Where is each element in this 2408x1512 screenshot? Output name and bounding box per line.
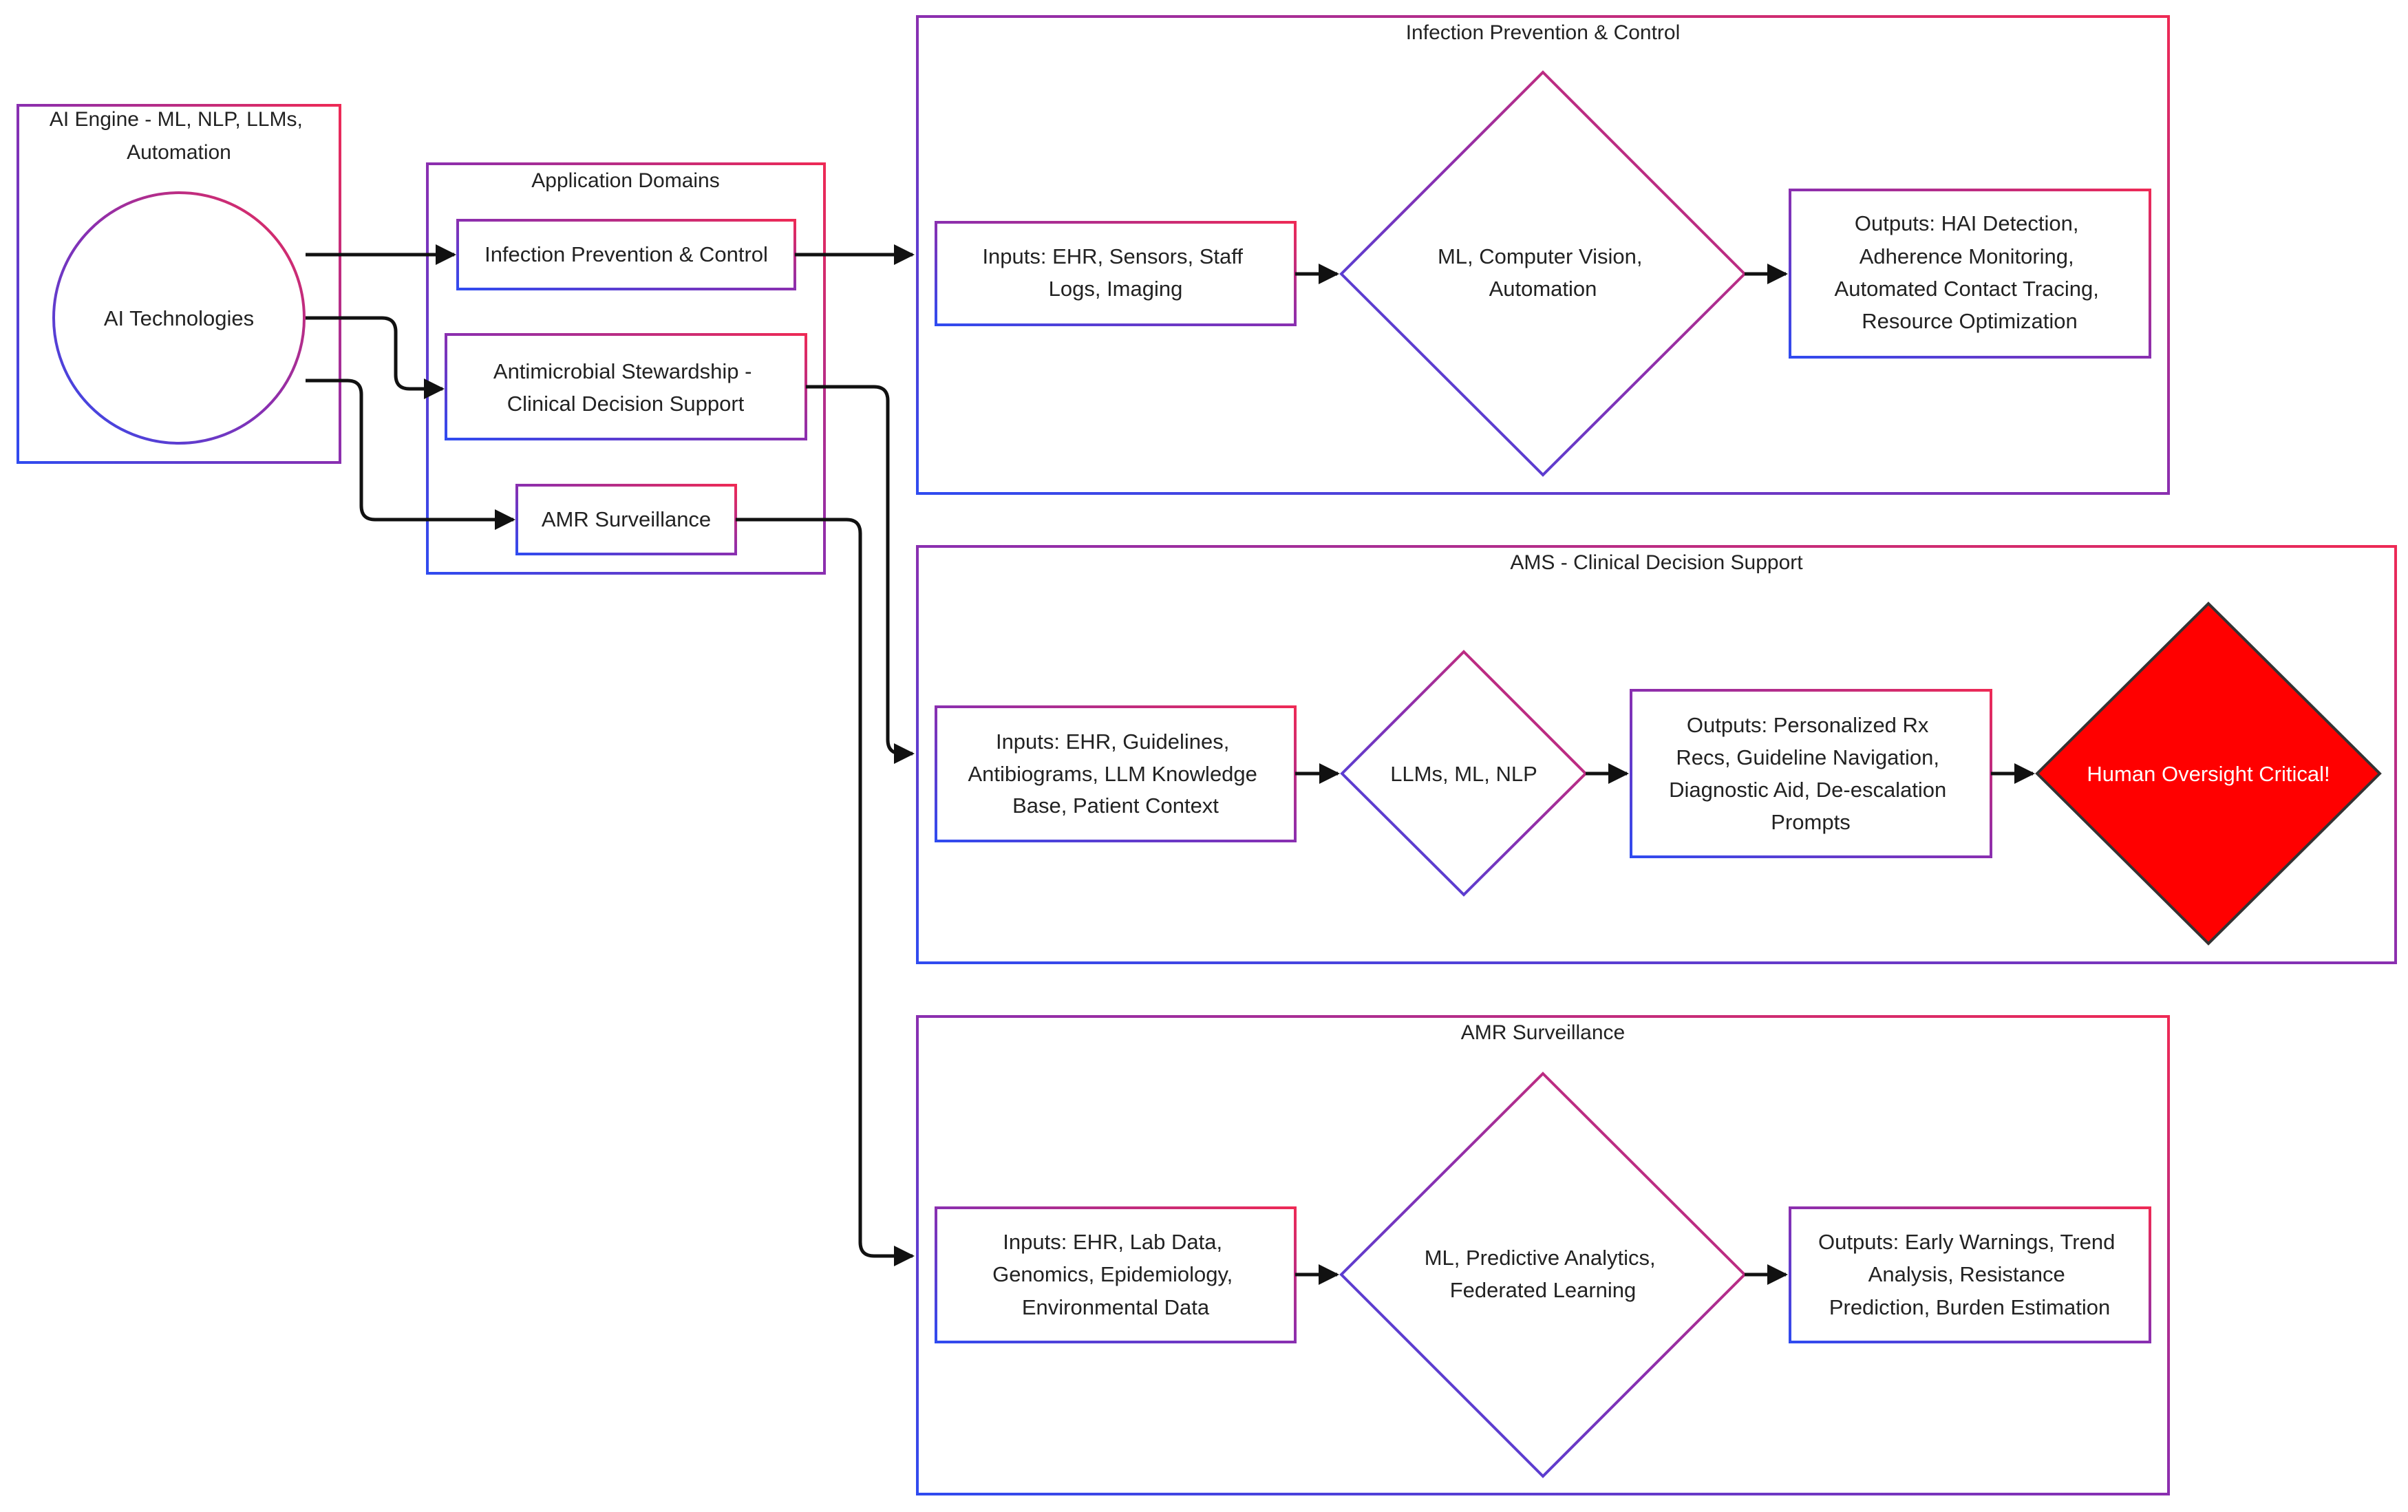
domain-ams-node[interactable] bbox=[445, 333, 807, 440]
edge-ai-to-ams-domain bbox=[306, 316, 445, 399]
amr-outputs-node[interactable] bbox=[1789, 1206, 2151, 1343]
amr-inputs-label: Inputs: EHR, Lab Data, Genomics, Epidemi… bbox=[992, 1230, 1239, 1319]
application-domains-title: Application Domains bbox=[531, 169, 719, 192]
ipc-group: Infection Prevention & Control Inputs: E… bbox=[916, 15, 2170, 495]
ipc-title: Infection Prevention & Control bbox=[1406, 21, 1681, 44]
amr-methods-label: ML, Predictive Analytics, Federated Lear… bbox=[1425, 1246, 1662, 1302]
amr-methods-node[interactable] bbox=[1339, 1072, 1747, 1478]
amr-inputs-node[interactable] bbox=[935, 1206, 1297, 1343]
edge-ams-domain-to-ams-group bbox=[806, 385, 915, 764]
domain-ipc-node[interactable] bbox=[456, 219, 796, 290]
amr-frame bbox=[916, 1015, 2170, 1495]
ai-engine-frame bbox=[17, 104, 341, 464]
ams-inputs-node[interactable] bbox=[935, 705, 1297, 842]
ams-methods-node[interactable] bbox=[1340, 650, 1588, 897]
application-domains-group: Application Domains Infection Prevention… bbox=[426, 162, 826, 575]
amr-outputs-label: Outputs: Early Warnings, Trend Analysis,… bbox=[1818, 1230, 2121, 1319]
edges bbox=[306, 244, 2035, 1285]
domain-ipc-label: Infection Prevention & Control bbox=[484, 242, 768, 266]
ipc-inputs-node[interactable] bbox=[935, 221, 1297, 326]
ipc-methods-label: ML, Computer Vision, Automation bbox=[1438, 244, 1648, 301]
ai-engine-group: AI Engine - ML, NLP, LLMs, Automation AI… bbox=[17, 104, 341, 464]
ams-inputs-label: Inputs: EHR, Guidelines, Antibiograms, L… bbox=[968, 730, 1263, 818]
domain-ams-label: Antimicrobial Stewardship - Clinical Dec… bbox=[493, 359, 758, 416]
ipc-methods-node[interactable] bbox=[1339, 70, 1747, 477]
ipc-frame bbox=[916, 15, 2170, 495]
ams-outputs-label: Outputs: Personalized Rx Recs, Guideline… bbox=[1669, 713, 1952, 834]
human-oversight-label: Human Oversight Critical! bbox=[2087, 762, 2330, 786]
ams-frame bbox=[916, 545, 2397, 964]
amr-group: AMR Surveillance Inputs: EHR, Lab Data, … bbox=[916, 1015, 2170, 1495]
ai-engine-title: AI Engine - ML, NLP, LLMs, Automation bbox=[50, 108, 308, 164]
ipc-outputs-node[interactable] bbox=[1789, 189, 2151, 359]
domain-amr-label: AMR Surveillance bbox=[542, 507, 711, 531]
application-domains-frame bbox=[426, 162, 826, 575]
edge-ai-to-amr-domain bbox=[306, 379, 515, 530]
domain-amr-node[interactable] bbox=[515, 484, 737, 555]
ams-title: AMS - Clinical Decision Support bbox=[1510, 551, 1803, 574]
ai-technologies-label: AI Technologies bbox=[104, 306, 254, 330]
ai-technologies-node[interactable] bbox=[52, 191, 306, 445]
edge-amr-domain-to-amr-group bbox=[736, 518, 915, 1266]
human-oversight-node[interactable] bbox=[2035, 601, 2382, 946]
ipc-outputs-label: Outputs: HAI Detection, Adherence Monito… bbox=[1835, 211, 2105, 333]
amr-title: AMR Surveillance bbox=[1461, 1021, 1625, 1044]
ams-methods-label: LLMs, ML, NLP bbox=[1390, 762, 1537, 786]
ipc-inputs-label: Inputs: EHR, Sensors, Staff Logs, Imagin… bbox=[982, 244, 1248, 301]
ams-group: AMS - Clinical Decision Support Inputs: … bbox=[916, 545, 2397, 964]
